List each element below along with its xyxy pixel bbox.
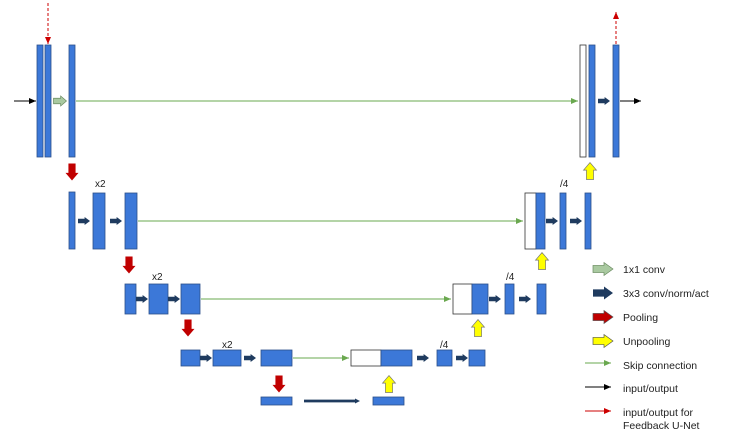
conv3x3-arrow: [489, 295, 501, 303]
pooling-arrow: [272, 375, 286, 393]
feature-map-block: [372, 396, 405, 406]
feature-map-block: [212, 349, 242, 367]
concat-block: [350, 349, 382, 367]
legend-label-input-output: input/output: [623, 383, 678, 395]
feature-map-block: [260, 396, 293, 406]
conv3x3-arrow: [598, 97, 610, 105]
conv3x3-arrow: [570, 217, 582, 225]
level2-divider-label: /4: [506, 272, 515, 283]
level1-multiplier-label: x2: [95, 179, 106, 190]
legend-label-feedback-io-2: Feedback U-Net: [623, 420, 700, 432]
operation-arrows: [53, 95, 614, 404]
legend-label-skip-connection: Skip connection: [623, 360, 697, 372]
concat-block: [579, 44, 587, 158]
concat-block: [524, 192, 537, 250]
feature-map-block: [44, 44, 52, 158]
feature-map-block: [536, 283, 547, 315]
pooling-arrow: [122, 256, 136, 274]
feature-map-block: [535, 192, 546, 250]
legend-conv3x3-icon: [593, 286, 613, 300]
unpooling-arrow: [381, 374, 397, 393]
connections: [14, 3, 641, 414]
feature-map-block: [68, 44, 76, 158]
level1-divider-label: /4: [560, 179, 569, 190]
feature-map-block: [180, 283, 201, 315]
feature-map-block: [471, 283, 489, 315]
feature-map-block: [588, 44, 596, 158]
feature-map-block: [468, 349, 486, 367]
unpooling-arrow: [534, 251, 550, 270]
feature-map-block: [124, 192, 138, 250]
feature-map-block: [559, 192, 567, 250]
conv3x3-arrow: [136, 295, 148, 303]
conv3x3-arrow: [200, 354, 212, 362]
feature-map-block: [148, 283, 169, 315]
feature-map-block: [436, 349, 453, 367]
legend-pooling-icon: [592, 309, 614, 325]
feature-map-block: [380, 349, 413, 367]
feature-map-block: [612, 44, 620, 158]
feature-map-block: [584, 192, 592, 250]
conv3x3-arrow: [168, 295, 180, 303]
legend-conv1x1-icon: [592, 261, 614, 277]
level3-divider-label: /4: [440, 340, 449, 351]
conv3x3-arrow: [417, 354, 429, 362]
conv3x3-arrow: [546, 217, 558, 225]
conv3x3-arrow: [244, 354, 256, 362]
conv3x3-arrow: [456, 354, 468, 362]
legend-label-feedback-io: input/output for: [623, 407, 694, 419]
pooling-arrow: [65, 163, 79, 181]
conv3x3-arrow: [519, 295, 531, 303]
level3-multiplier-label: x2: [222, 340, 233, 351]
level2-multiplier-label: x2: [152, 272, 163, 283]
unpooling-arrow: [582, 161, 598, 180]
pooling-arrow: [181, 319, 195, 337]
legend-label-unpooling: Unpooling: [623, 336, 670, 348]
feature-map-block: [504, 283, 515, 315]
legend: 1x1 conv 3x3 conv/norm/act Pooling Unpoo…: [623, 264, 709, 432]
conv3x3-arrow: [110, 217, 122, 225]
feature-map-block: [180, 349, 201, 367]
legend-label-3x3-conv: 3x3 conv/norm/act: [623, 288, 709, 300]
feature-maps: [36, 44, 620, 406]
legend-label-pooling: Pooling: [623, 312, 658, 324]
feature-map-block: [36, 44, 44, 158]
conv1x1-arrow: [53, 95, 68, 107]
feature-map-block: [260, 349, 293, 367]
legend-label-1x1-conv: 1x1 conv: [623, 264, 666, 276]
feature-map-block: [92, 192, 106, 250]
feature-map-block: [68, 191, 76, 250]
bottleneck-conv-arrow: [304, 398, 360, 404]
legend-unpooling-icon: [592, 333, 614, 349]
feature-map-block: [124, 283, 137, 315]
concat-block: [452, 283, 473, 315]
unpooling-arrow: [470, 318, 486, 337]
conv3x3-arrow: [78, 217, 90, 225]
